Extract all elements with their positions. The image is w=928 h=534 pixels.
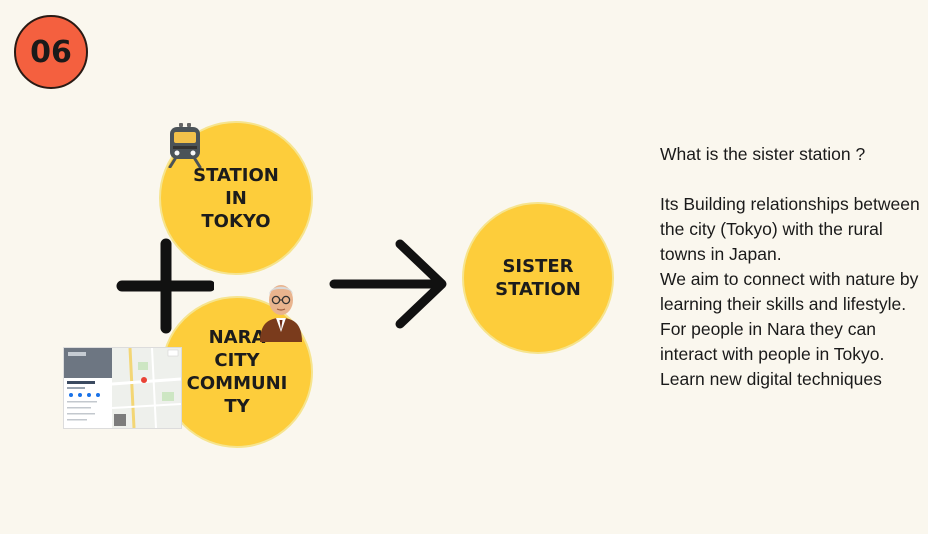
explanation-text: What is the sister station ? Its Buildin… (660, 142, 922, 392)
elderly-person-icon (260, 285, 302, 342)
arrow-right-icon (329, 239, 447, 329)
explanation-line: Its Building relationships between the c… (660, 194, 920, 264)
explanation-question: What is the sister station ? (660, 144, 866, 164)
explanation-line: Learn new digital techniques (660, 369, 882, 389)
plus-icon (116, 238, 214, 334)
explanation-line: We aim to connect with nature by learnin… (660, 269, 919, 314)
node-sister-station: SISTER STATION (462, 202, 614, 354)
train-icon (168, 123, 202, 168)
slide-number-badge: 06 (14, 15, 88, 89)
explanation-line: For people in Nara they can interact wit… (660, 319, 885, 364)
map-screenshot-thumbnail (63, 347, 182, 429)
